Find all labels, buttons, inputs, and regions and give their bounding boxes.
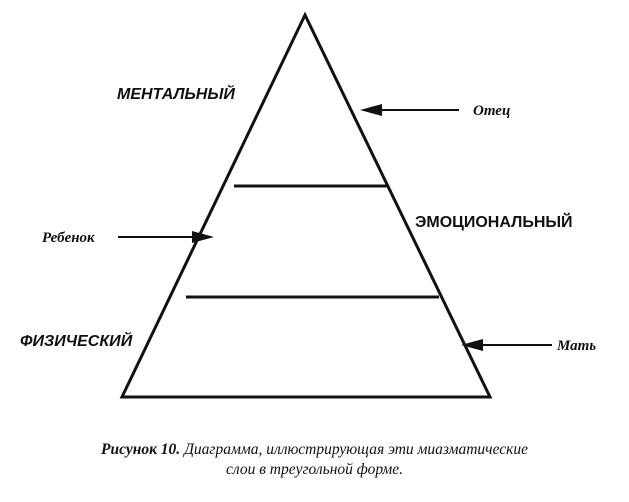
layer-label-mental: МЕНТАЛЬНЫЙ: [117, 83, 235, 103]
figure-caption: Рисунок 10. Диаграмма, иллюстрирующая эт…: [0, 440, 629, 480]
layer-label-physical: ФИЗИЧЕСКИЙ: [20, 330, 133, 350]
caption-line-1: Рисунок 10. Диаграмма, иллюстрирующая эт…: [0, 440, 629, 460]
arrow-child: [118, 231, 214, 243]
figure-number: Рисунок 10.: [100, 441, 181, 458]
arrow-label-child: Ребенок: [42, 230, 95, 246]
layer-label-emotional: ЭМОЦИОНАЛЬНЫЙ: [415, 212, 573, 231]
caption-line-2: слои в треугольной форме.: [226, 461, 403, 478]
arrow-mother: [461, 339, 552, 351]
arrow-father: [360, 104, 459, 116]
caption-text-1: Диаграмма, иллюстрирующая эти миазматиче…: [184, 441, 529, 458]
arrowhead-mother: [461, 339, 483, 351]
arrow-label-mother: Мать: [556, 338, 596, 354]
arrowhead-child: [192, 231, 214, 243]
arrow-label-father: Отец: [473, 103, 510, 119]
pyramid-outline: [119, 11, 493, 399]
arrowhead-father: [360, 104, 382, 116]
